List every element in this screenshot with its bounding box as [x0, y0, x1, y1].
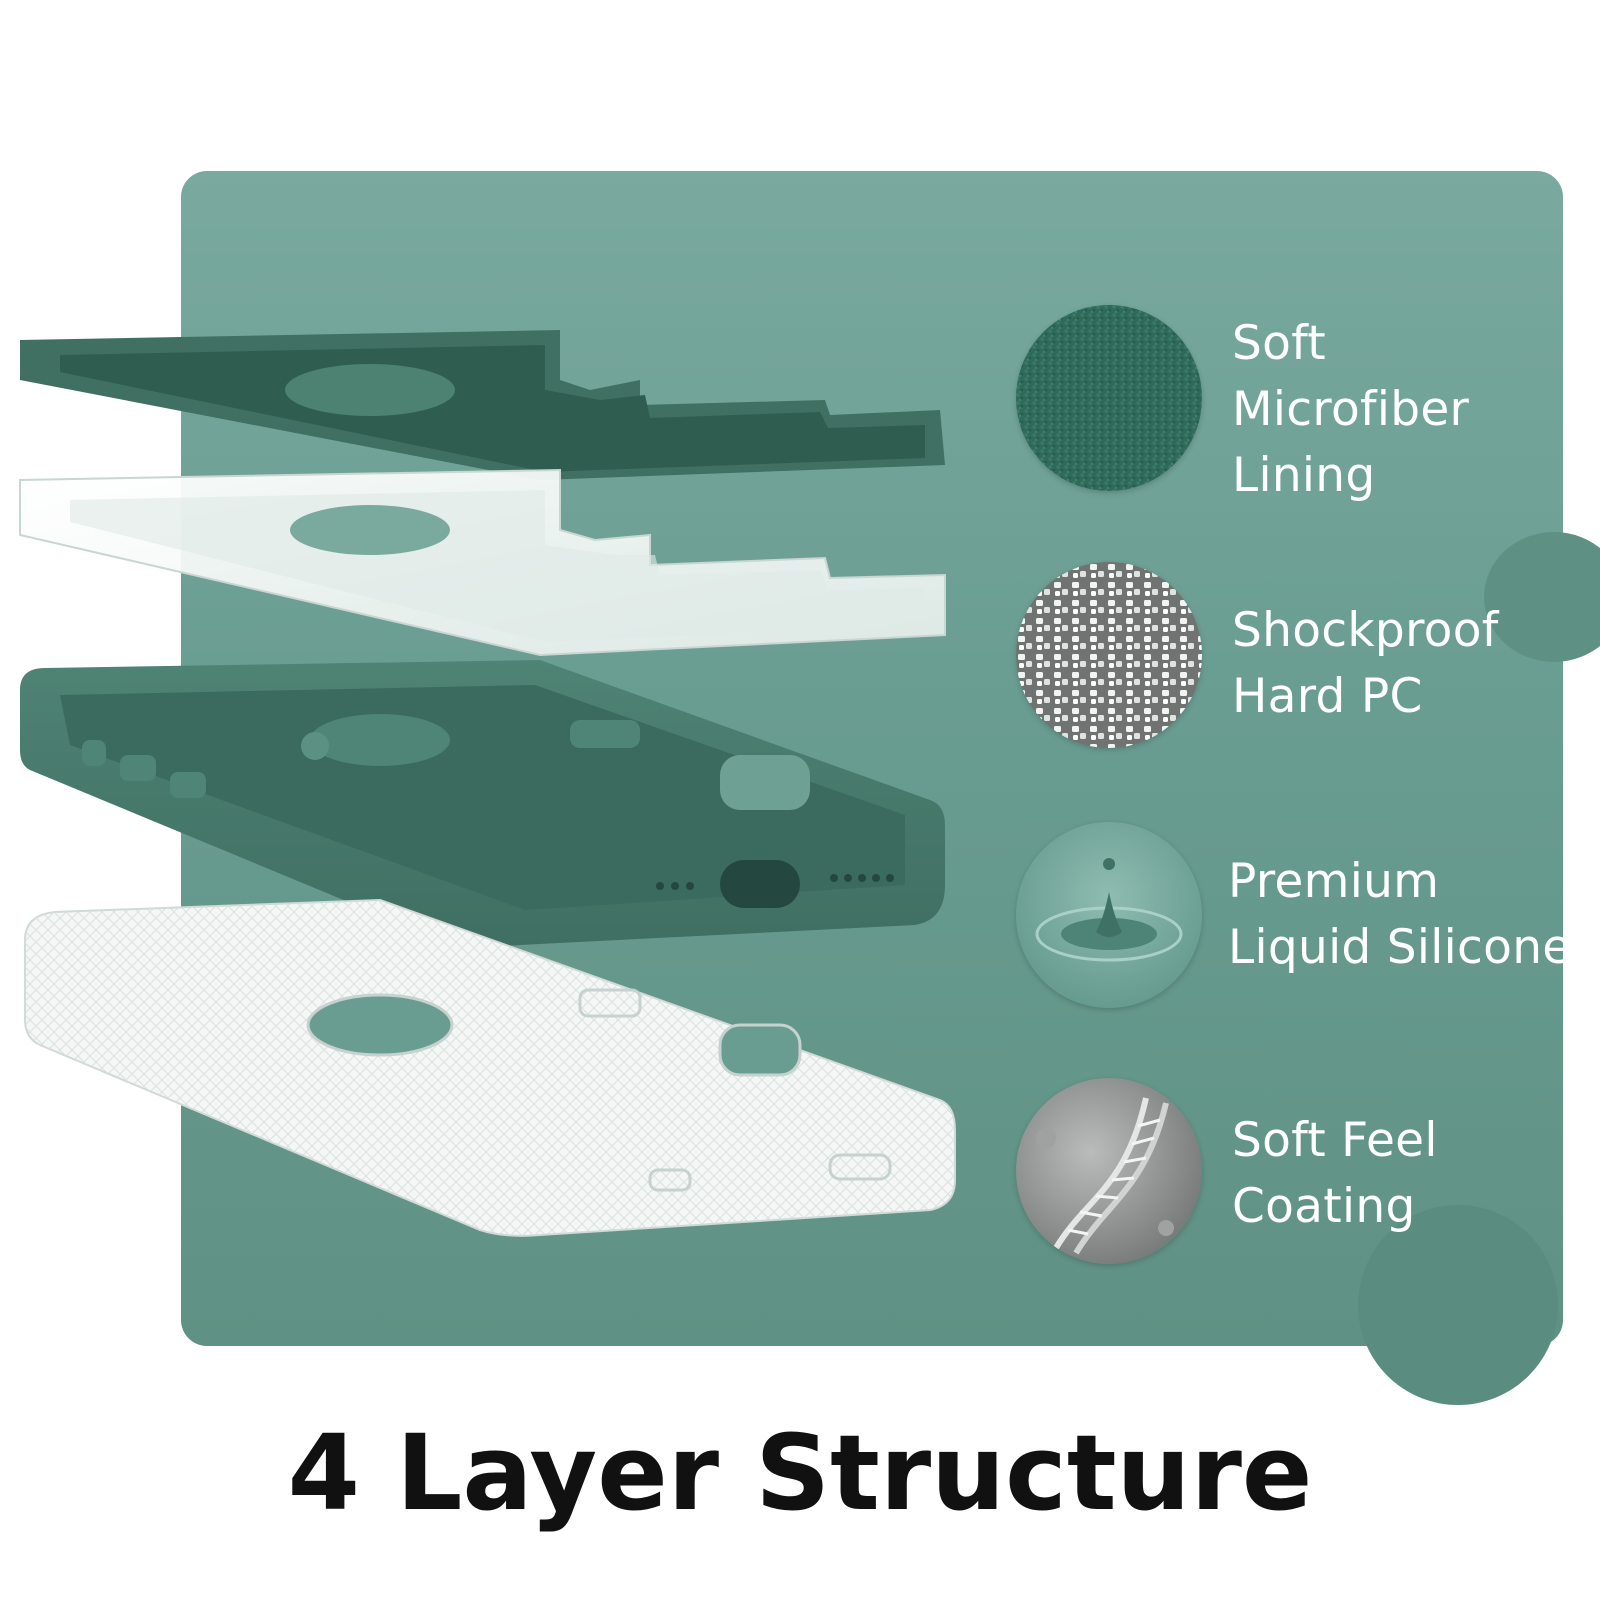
- feature-hard-pc: Shockproof Hard PC: [1016, 562, 1576, 762]
- feature-line: Liquid Silicone: [1228, 920, 1572, 975]
- feature-label: Soft Feel Coating: [1232, 1108, 1438, 1240]
- microfiber-texture-icon: [1016, 305, 1202, 491]
- pc-crystals-icon: [1016, 562, 1202, 748]
- feature-line: Premium: [1228, 854, 1440, 909]
- feature-line: Microfiber: [1232, 382, 1470, 437]
- hard-pc-layer: [19, 468, 946, 657]
- feature-label: Shockproof Hard PC: [1232, 598, 1499, 730]
- page-title: 4 Layer Structure: [287, 1412, 1313, 1534]
- feature-line: Shockproof: [1232, 603, 1499, 658]
- microfiber-layer: [20, 330, 945, 480]
- feature-label: Soft Microfiber Lining: [1232, 311, 1469, 509]
- coating-layer: [24, 898, 956, 1237]
- decorative-circle-bottom: [1358, 1205, 1558, 1405]
- feature-microfiber: Soft Microfiber Lining: [1016, 305, 1576, 505]
- dna-coating-icon: [1016, 1078, 1202, 1264]
- feature-line: Soft Feel: [1232, 1113, 1438, 1168]
- feature-liquid-silicone: Premium Liquid Silicone: [1016, 822, 1576, 1022]
- feature-line: Soft: [1232, 316, 1326, 371]
- feature-line: Lining: [1232, 448, 1376, 503]
- feature-line: Coating: [1232, 1179, 1416, 1234]
- silicone-drop-icon: [1016, 822, 1202, 1008]
- feature-soft-coating: Soft Feel Coating: [1016, 1078, 1576, 1278]
- feature-label: Premium Liquid Silicone: [1228, 849, 1572, 981]
- case-layers-illustration: [19, 330, 956, 1237]
- silicone-layer: [20, 660, 945, 946]
- feature-line: Hard PC: [1232, 669, 1423, 724]
- decorative-circle-right: [1484, 532, 1600, 662]
